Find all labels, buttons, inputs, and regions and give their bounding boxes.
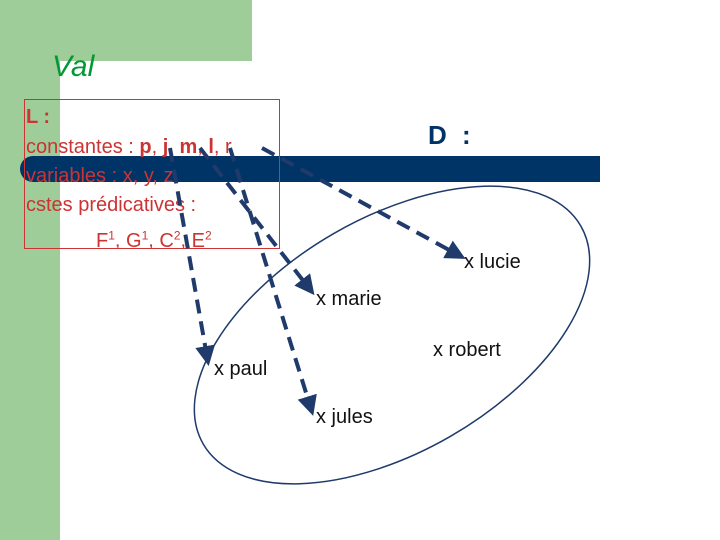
- language-box: [24, 99, 280, 249]
- predicates-line: F1, G1, C2, E2: [96, 228, 212, 252]
- domain-ellipse: [193, 185, 591, 485]
- constants-line: constantes : p, j, m, l, r: [26, 136, 232, 158]
- predicate-c: C2: [159, 228, 181, 252]
- constants-label: constantes :: [26, 136, 134, 158]
- arrow-l-to-lucie: [261, 146, 466, 259]
- arrow-m-to-jules: [228, 147, 317, 416]
- constant-j: j: [162, 136, 169, 158]
- arrow-j-to-marie: [198, 146, 315, 296]
- domain-label: D :: [428, 120, 475, 150]
- element-jules: x jules: [316, 406, 373, 428]
- language-heading-text: L :: [26, 106, 51, 128]
- constant-p: p: [139, 136, 152, 158]
- predicate-f: F1: [96, 228, 115, 252]
- language-heading: L :: [26, 103, 50, 132]
- predicate-e: E2: [191, 228, 212, 252]
- navy-bar: [20, 156, 600, 182]
- green-side-panel: [0, 0, 60, 540]
- arrow-p-to-paul: [168, 147, 216, 366]
- variables-line: variables : x, y, z: [26, 165, 174, 187]
- predicates-label: cstes prédicatives :: [26, 194, 197, 216]
- content-background: [60, 61, 720, 540]
- constant-l: l: [208, 136, 214, 158]
- element-lucie: x lucie: [464, 251, 521, 273]
- constant-r: r: [225, 136, 232, 158]
- green-top-panel: [0, 0, 252, 61]
- slide-title: Val: [52, 50, 95, 83]
- element-marie: x marie: [316, 288, 382, 310]
- constant-m: m: [179, 136, 198, 158]
- element-robert: x robert: [433, 339, 501, 361]
- element-paul: x paul: [214, 358, 268, 380]
- predicate-g: G1: [126, 228, 149, 252]
